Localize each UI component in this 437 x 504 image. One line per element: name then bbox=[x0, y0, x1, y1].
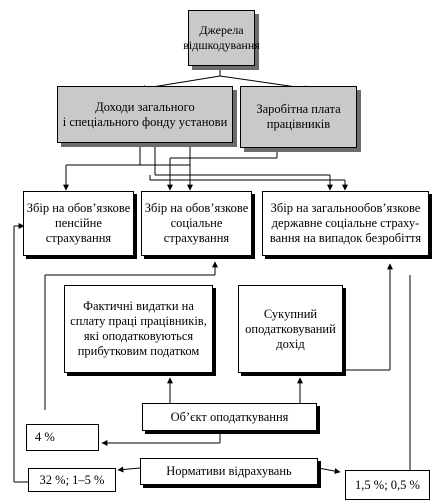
norms-box: Нормативи відрахувань bbox=[140, 458, 318, 485]
salary-box: Заробітна плата працівників bbox=[240, 86, 357, 148]
unemployment-fee-box: Збір на загальнообов’язкове державне соц… bbox=[262, 191, 429, 256]
source-box: Джерела відшкодування bbox=[183, 10, 260, 66]
rate-1-5-box: 1,5 %; 0,5 % bbox=[345, 470, 430, 500]
social-fee-box: Збір на обов’язкове соціальне страхуванн… bbox=[141, 191, 252, 256]
income-box: Доходи загального і спеціального фонду у… bbox=[57, 86, 233, 143]
rate-4-box: 4 % bbox=[26, 424, 99, 451]
actual-expenses-box: Фактичні видатки на сплату праці працівн… bbox=[64, 285, 213, 373]
object-of-taxation-box: Об’єкт оподаткування bbox=[142, 403, 317, 431]
pension-fee-box: Збір на обов’язкове пенсійне страхування bbox=[23, 191, 134, 256]
total-income-box: Сукупний оподатковуваний дохід bbox=[238, 285, 343, 373]
rate-32-box: 32 %; 1–5 % bbox=[28, 468, 116, 492]
